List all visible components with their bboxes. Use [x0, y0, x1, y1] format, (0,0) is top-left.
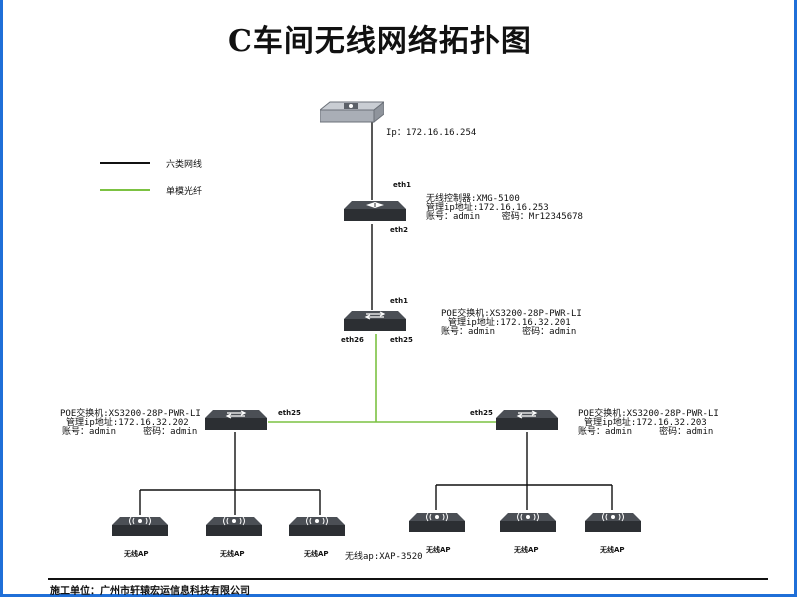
- core-port-left: eth26: [341, 336, 364, 344]
- right-info-account: 账号：admin 密码：admin: [578, 427, 714, 437]
- right-info-model: POE交换机:XS3200-28P-PWR-LI: [578, 409, 719, 419]
- diagram-title: C车间无线网络拓扑图: [228, 24, 532, 59]
- left-switch-port: eth25: [278, 409, 301, 417]
- left-info-ip: 管理ip地址:172.16.32.202: [66, 418, 189, 428]
- footer-divider: [48, 578, 768, 580]
- legend-label-fiber: 单模光纤: [166, 187, 203, 197]
- core-switch-icon: [344, 309, 406, 335]
- ap-model: 无线ap:XAP-3520: [345, 552, 423, 562]
- ap-label: 无线AP: [426, 546, 451, 554]
- controller-port-top: eth1: [393, 181, 411, 189]
- core-info-account: 账号：admin 密码：admin: [441, 327, 577, 337]
- legend-line-cat6: [100, 162, 150, 164]
- core-port-right: eth25: [390, 336, 413, 344]
- footer-company: 施工单位：广州市轩辕宏运信息科技有限公司: [50, 586, 250, 597]
- legend-label-cat6: 六类网线: [166, 160, 203, 170]
- ap-label: 无线AP: [304, 550, 329, 558]
- right-info-ip: 管理ip地址:172.16.32.203: [584, 418, 707, 428]
- core-port-top: eth1: [390, 297, 408, 305]
- access-point-icon: [585, 510, 641, 536]
- left-info-model: POE交换机:XS3200-28P-PWR-LI: [60, 409, 201, 419]
- ap-label: 无线AP: [220, 550, 245, 558]
- controller-icon: [344, 199, 406, 225]
- legend-line-fiber: [100, 189, 150, 191]
- router-icon: [320, 100, 384, 126]
- controller-info-account: 账号：admin 密码：Mr12345678: [426, 212, 583, 222]
- controller-info-ip: 管理ip地址:172.16.16.253: [426, 203, 549, 213]
- ap-label: 无线AP: [600, 546, 625, 554]
- access-point-icon: [206, 514, 262, 540]
- router-ip: Ip：172.16.16.254: [386, 128, 477, 138]
- right-switch-icon: [496, 408, 558, 434]
- core-info-ip: 管理ip地址:172.16.32.201: [448, 318, 571, 328]
- left-switch-icon: [205, 408, 267, 434]
- ap-label: 无线AP: [514, 546, 539, 554]
- access-point-icon: [112, 514, 168, 540]
- ap-label: 无线AP: [124, 550, 149, 558]
- right-switch-port: eth25: [470, 409, 493, 417]
- access-point-icon: [289, 514, 345, 540]
- access-point-icon: [500, 510, 556, 536]
- access-point-icon: [409, 510, 465, 536]
- controller-port-bottom: eth2: [390, 226, 408, 234]
- core-info-model: POE交换机:XS3200-28P-PWR-LI: [441, 309, 582, 319]
- controller-info-model: 无线控制器:XMG-5100: [426, 194, 520, 204]
- left-info-account: 账号：admin 密码：admin: [62, 427, 198, 437]
